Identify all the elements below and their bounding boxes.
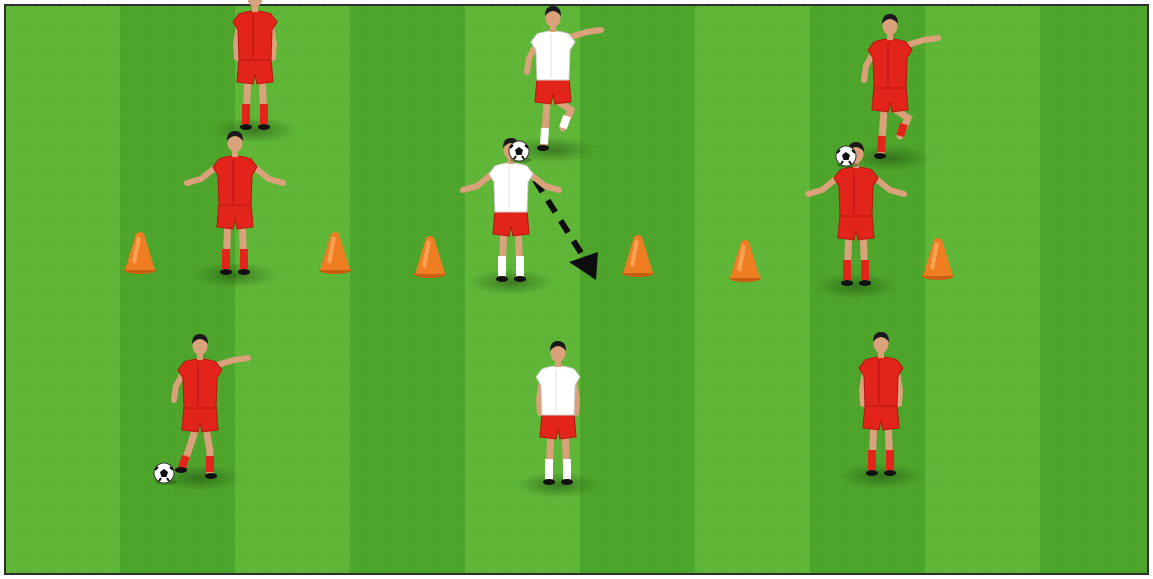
player-shadow [839, 463, 923, 489]
player-shadow [814, 273, 898, 299]
player-shadow [516, 472, 600, 498]
player-shadow [213, 117, 297, 143]
player-shadow [193, 262, 277, 288]
player-shadow [469, 269, 553, 295]
